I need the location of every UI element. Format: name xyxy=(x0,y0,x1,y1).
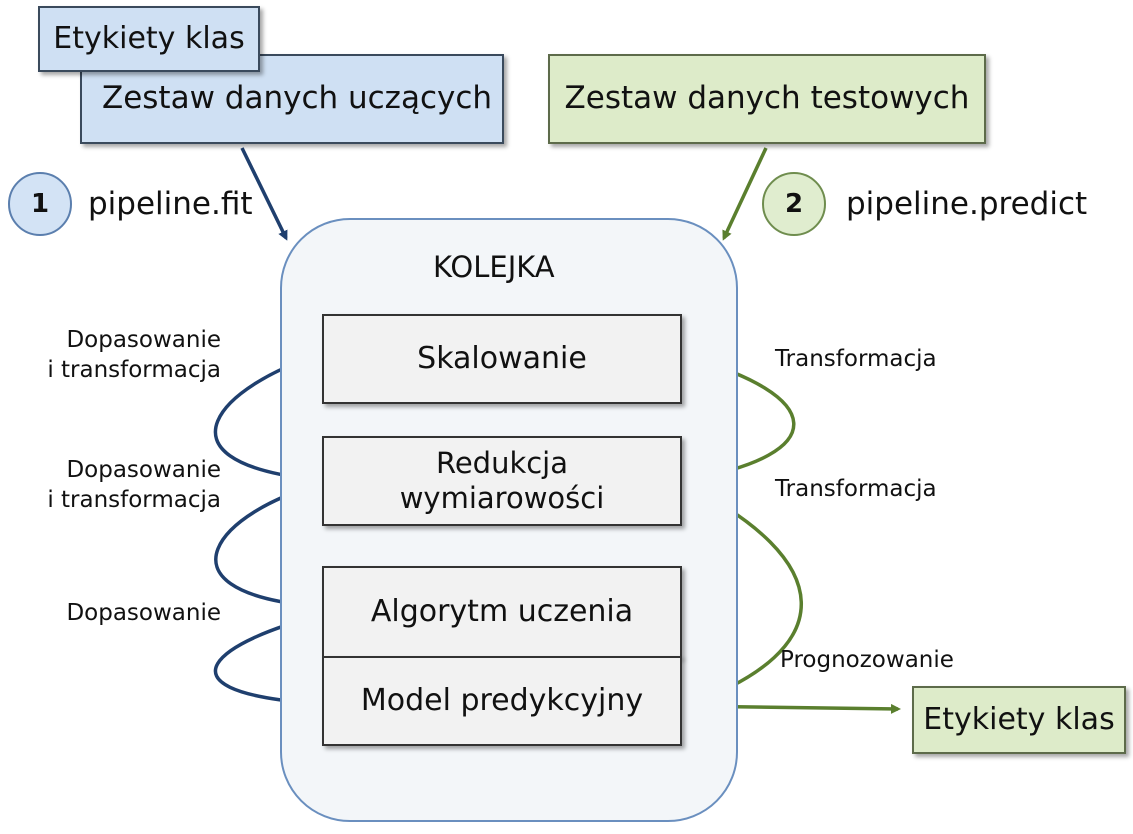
step-2-badge: 2 xyxy=(762,172,826,236)
training-set-box: Zestaw danych uczących xyxy=(80,54,504,144)
scaling-label: Skalowanie xyxy=(417,341,587,376)
test-input-arrow xyxy=(722,147,768,241)
scaling-step: Skalowanie xyxy=(322,314,682,404)
fit-transform-2-line-1: Dopasowanie xyxy=(66,457,221,483)
predictive-model-step: Model predykcyjny xyxy=(322,656,682,746)
dimensionality-reduction-step: Redukcja wymiarowości xyxy=(322,436,682,526)
model-label: Model predykcyjny xyxy=(360,683,644,718)
transform-label-1: Transformacja xyxy=(775,346,937,372)
fit-transform-label-1: Dopasowanie i transformacja xyxy=(47,325,221,385)
class-labels-input-box: Etykiety klas xyxy=(38,6,260,72)
pipeline-title: KOLEJKA xyxy=(433,250,555,284)
transform-label-2: Transformacja xyxy=(775,476,937,502)
class-labels-output-box: Etykiety klas xyxy=(912,686,1126,754)
training-input-arrow xyxy=(240,147,288,241)
class-labels-input-label: Etykiety klas xyxy=(53,21,245,56)
algorithm-label: Algorytm uczenia xyxy=(370,594,634,629)
dim-reduction-line-1: Redukcja xyxy=(435,446,569,481)
step-1-number: 1 xyxy=(30,189,50,219)
pipeline-predict-label: pipeline.predict xyxy=(846,186,1088,222)
fit-transform-1-line-1: Dopasowanie xyxy=(66,327,221,353)
fit-transform-label-2: Dopasowanie i transformacja xyxy=(47,455,221,515)
learning-algorithm-step: Algorytm uczenia xyxy=(322,566,682,658)
step-1-badge: 1 xyxy=(8,172,72,236)
class-labels-output-label: Etykiety klas xyxy=(923,702,1115,737)
step-2-number: 2 xyxy=(784,189,804,219)
dim-reduction-line-2: wymiarowości xyxy=(399,481,605,515)
fit-transform-1-line-2: i transformacja xyxy=(47,357,221,383)
test-set-label: Zestaw danych testowych xyxy=(564,80,970,117)
fit-transform-2-line-2: i transformacja xyxy=(47,487,221,513)
predict-label: Prognozowanie xyxy=(780,647,954,673)
pipeline-fit-label: pipeline.fit xyxy=(88,186,253,222)
test-set-box: Zestaw danych testowych xyxy=(548,54,986,144)
fit-label: Dopasowanie xyxy=(66,600,221,626)
training-set-label: Zestaw danych uczących xyxy=(101,80,493,117)
